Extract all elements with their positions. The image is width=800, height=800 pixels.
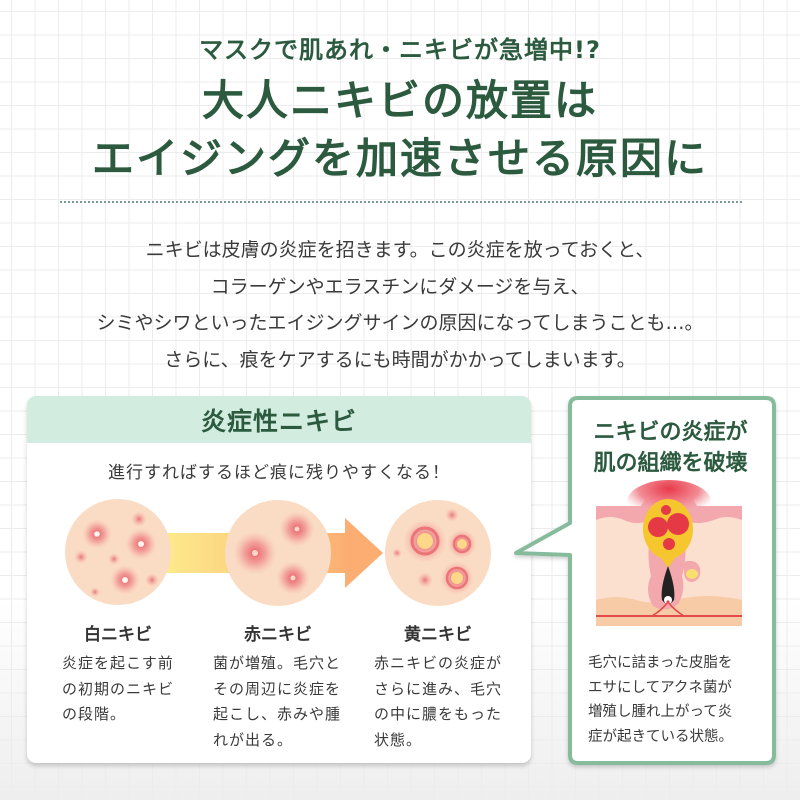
panel-heading: 炎症性ニキビ xyxy=(27,396,531,443)
red-acne-skin-illustration xyxy=(225,500,331,606)
description-line: の中に膿をもった xyxy=(374,705,503,723)
description-line: さらに進み、毛穴 xyxy=(374,679,503,698)
stage-name-red: 赤ニキビ xyxy=(244,625,312,645)
white-acne-skin-illustration xyxy=(65,499,171,605)
description-line: 起こし、赤みや腫 xyxy=(213,705,342,723)
stage-name-white: 白ニキビ xyxy=(84,625,152,645)
intro-paragraph: ニキビは皮膚の炎症を招きます。この炎症を放っておくと、 コラーゲンやエラスチンに… xyxy=(0,232,800,378)
description-line: 菌が増殖。毛穴と xyxy=(213,654,342,672)
header-kicker: マスクで肌あれ・ニキビが急増中!? xyxy=(199,36,601,64)
intro-line: シミやシワといったエイジングサインの原因になってしまうことも…。 xyxy=(96,312,704,334)
stage-name-yellow: 黄ニキビ xyxy=(404,625,472,645)
description-line: 赤ニキビの炎症が xyxy=(374,654,503,672)
stage-description-yellow: 赤ニキビの炎症が さらに進み、毛穴 の中に膿をもった 状態。 xyxy=(374,651,514,753)
inflammatory-acne-panel: 炎症性ニキビ 進行すればするほど痕に残りやすくなる！ xyxy=(27,396,531,763)
callout-title: ニキビの炎症が 肌の組織を破壊 xyxy=(566,417,775,479)
intro-line: ニキビは皮膚の炎症を招きます。この炎症を放っておくと、 xyxy=(145,239,655,261)
description-line: エサにしてアクネ菌が xyxy=(588,679,732,696)
acne-progression-illustration xyxy=(65,499,491,606)
description-line: れが出る。 xyxy=(213,730,294,749)
description-line: 炎症を起こす前 xyxy=(62,654,174,672)
callout-description: 毛穴に詰まった皮脂を エサにしてアクネ菌が 増殖し腫れ上がって炎 症が起きている… xyxy=(588,651,768,749)
panel-subheading: 進行すればするほど痕に残りやすくなる！ xyxy=(108,463,450,483)
skin-cross-section-illustration xyxy=(596,480,742,626)
page-title-line-2: エイジングを加速させる原因に xyxy=(91,134,708,183)
description-line: の段階。 xyxy=(62,705,127,723)
intro-line: さらに、痕をケアするにも時間がかかってしまいます。 xyxy=(164,348,636,371)
page-title-line-1: 大人ニキビの放置は xyxy=(201,76,598,125)
description-line: 毛穴に詰まった皮脂を xyxy=(588,655,733,671)
description-line: 増殖し腫れ上がって炎 xyxy=(588,704,733,720)
yellow-acne-skin-illustration xyxy=(385,500,491,606)
description-line: 症が起きている状態。 xyxy=(588,728,733,745)
description-line: の初期のニキビ xyxy=(62,679,175,698)
stage-description-red: 菌が増殖。毛穴と その周辺に炎症を 起こし、赤みや腫 れが出る。 xyxy=(213,651,353,753)
description-line: その周辺に炎症を xyxy=(213,679,342,698)
intro-line: コラーゲンやエラスチンにダメージを与え、 xyxy=(210,275,590,298)
dotted-divider xyxy=(60,201,742,203)
callout-title-line: ニキビの炎症が xyxy=(593,420,748,445)
callout-bubble xyxy=(514,396,776,765)
description-line: 状態。 xyxy=(374,730,423,749)
stage-description-white: 炎症を起こす前 の初期のニキビ の段階。 xyxy=(62,651,202,728)
callout-title-line: 肌の組織を破壊 xyxy=(593,451,748,476)
